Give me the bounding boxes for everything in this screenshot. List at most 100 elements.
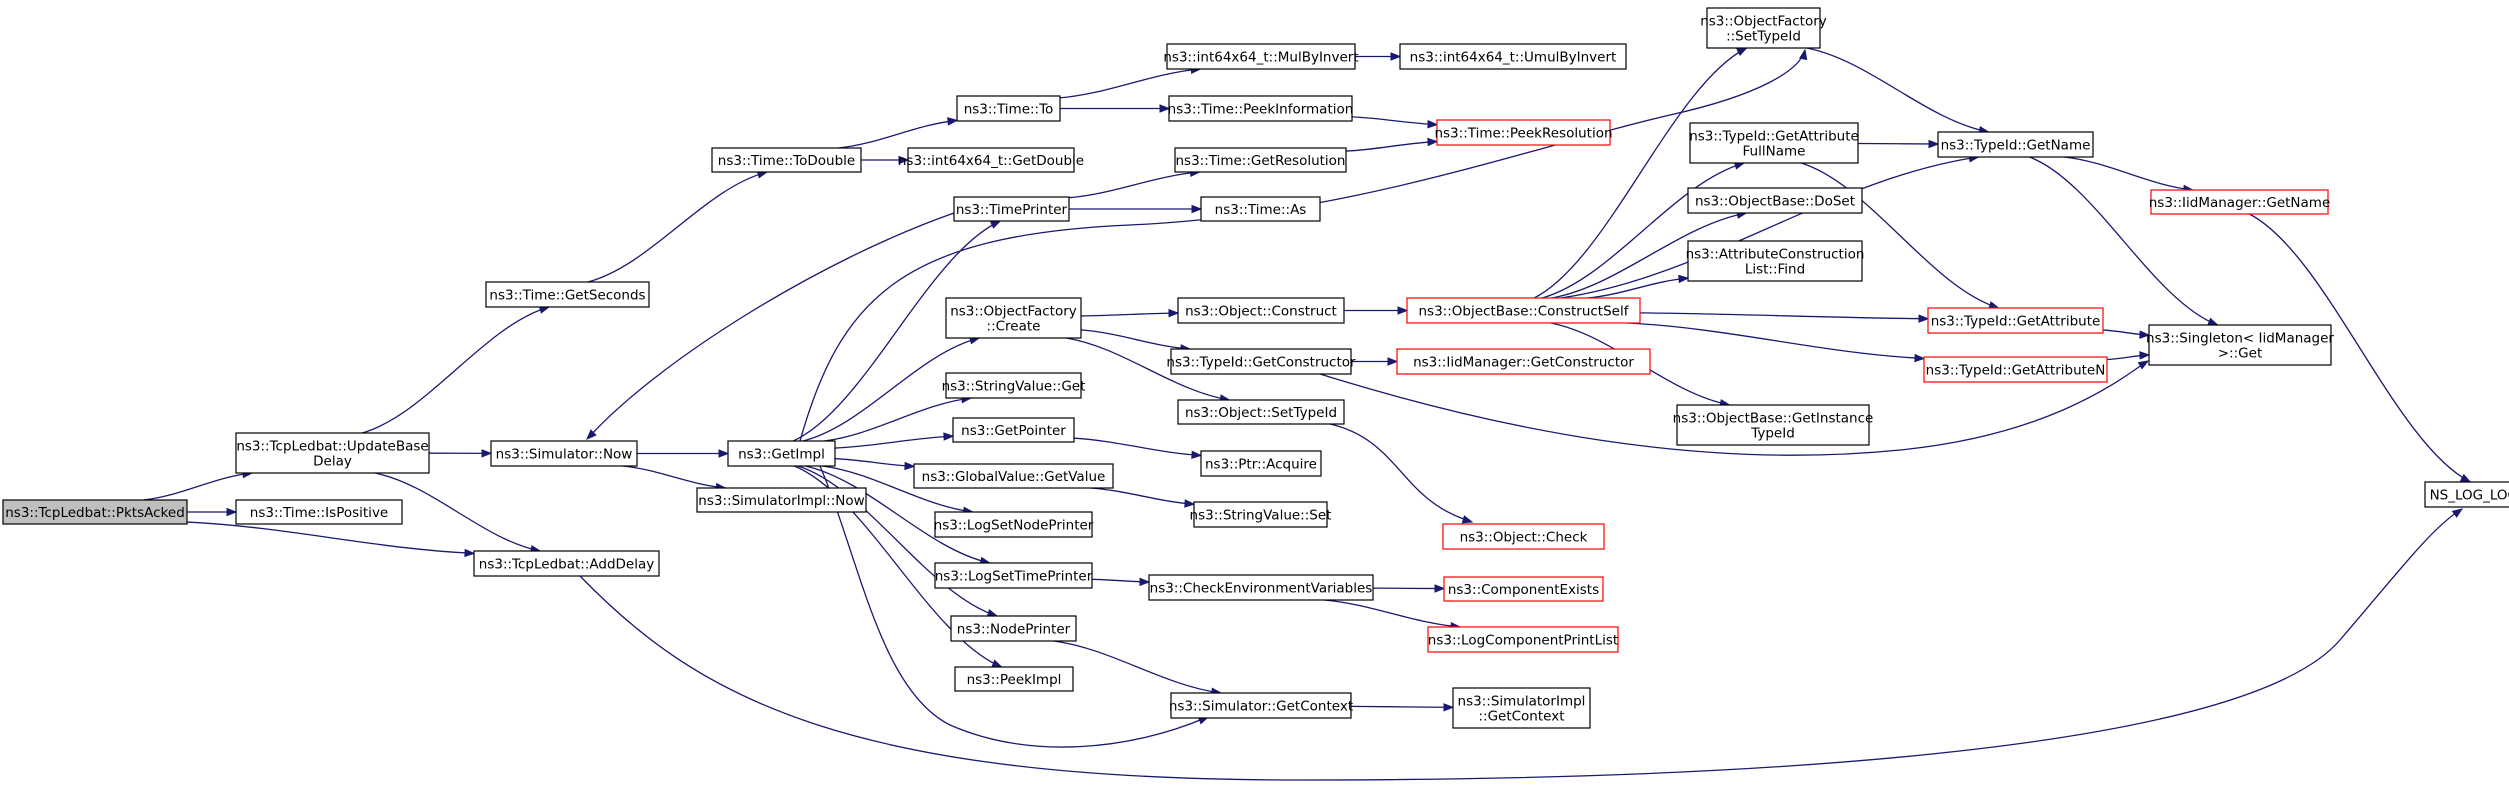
- node-box: [1177, 297, 1345, 324]
- node-box: [2, 499, 188, 525]
- edge-simnow-to-getimpl: [636, 449, 730, 458]
- node-label: ns3::int64x64_t::GetDouble: [898, 153, 1084, 169]
- node-obdoset[interactable]: ns3::ObjectBase::DoSet: [1687, 187, 1863, 214]
- node-timeprinter[interactable]: ns3::TimePrinter: [953, 196, 1070, 222]
- edge-tidgetattribute-to-singletonget: [2102, 329, 2151, 339]
- node-getpointer[interactable]: ns3::GetPointer: [952, 417, 1075, 443]
- node-getimpl[interactable]: ns3::GetImpl: [727, 440, 836, 467]
- node-box: [1436, 119, 1611, 146]
- node-obconstructself[interactable]: ns3::ObjectBase::ConstructSelf: [1406, 297, 1641, 324]
- node-label: ns3::SimulatorImpl: [1458, 694, 1586, 710]
- node-box: [1406, 297, 1641, 324]
- node-tidgetname[interactable]: ns3::TypeId::GetName: [1937, 131, 2094, 158]
- node-ofsettypeid[interactable]: ns3::ObjectFactory::SetTypeId: [1700, 7, 1827, 49]
- call-nodes: ns3::TcpLedbat::PktsAckedns3::TcpLedbat:…: [2, 7, 2509, 729]
- edge-pktsacked-to-adddelay: [186, 521, 476, 558]
- node-checkenv[interactable]: ns3::CheckEnvironmentVariables: [1148, 574, 1374, 601]
- node-svget[interactable]: ns3::StringValue::Get: [942, 372, 1086, 399]
- node-box: [1148, 574, 1374, 601]
- edge-tidgetconstructor-to-iidgetconstructor: [1351, 357, 1399, 366]
- node-objcheck[interactable]: ns3::Object::Check: [1442, 523, 1605, 550]
- node-simgetcontext[interactable]: ns3::Simulator::GetContext: [1169, 692, 1353, 719]
- node-peekresolution[interactable]: ns3::Time::PeekResolution: [1434, 119, 1613, 146]
- node-box: [727, 440, 836, 467]
- node-box: [913, 463, 1114, 489]
- node-tidgetattributen[interactable]: ns3::TypeId::GetAttributeN: [1923, 356, 2108, 383]
- node-tidgetconstructor[interactable]: ns3::TypeId::GetConstructor: [1166, 348, 1356, 375]
- edge-nodeprinter-to-simgetcontext: [1053, 640, 1223, 696]
- edge-todouble-to-getdouble: [860, 155, 910, 165]
- edge-getimpl-to-obconstructself: [799, 48, 1808, 442]
- node-logsetnodeprinter[interactable]: ns3::LogSetNodePrinter: [934, 511, 1094, 538]
- node-label: >::Get: [2218, 346, 2262, 362]
- node-box: [1174, 147, 1347, 173]
- node-iidgetname[interactable]: ns3::IidManager::GetName: [2149, 189, 2331, 215]
- node-getresolution[interactable]: ns3::Time::GetResolution: [1174, 147, 1347, 173]
- node-nodeprinter[interactable]: ns3::NodePrinter: [950, 615, 1077, 642]
- node-box: [907, 147, 1075, 173]
- node-label: ns3::TypeId::GetName: [1941, 138, 2091, 154]
- node-box: [1200, 450, 1322, 477]
- node-tidgetattribute[interactable]: ns3::TypeId::GetAttribute: [1927, 307, 2104, 334]
- node-timeas[interactable]: ns3::Time::As: [1200, 196, 1321, 222]
- node-label: NS_LOG_LOGIC: [2430, 488, 2509, 504]
- node-umulbyinvert[interactable]: ns3::int64x64_t::UmulByInvert: [1399, 43, 1627, 70]
- node-peekimpl[interactable]: ns3::PeekImpl: [954, 666, 1074, 692]
- node-mulbyinvert[interactable]: ns3::int64x64_t::MulByInvert: [1163, 43, 1359, 70]
- edge-obconstructself-to-tidgetattrfullname: [1542, 161, 1746, 299]
- node-label: ns3::NodePrinter: [957, 622, 1071, 638]
- node-gvgetvalue[interactable]: ns3::GlobalValue::GetValue: [913, 463, 1114, 489]
- node-nslogic[interactable]: NS_LOG_LOGIC: [2424, 481, 2509, 508]
- node-getdouble[interactable]: ns3::int64x64_t::GetDouble: [898, 147, 1084, 173]
- node-box: [1676, 404, 1870, 446]
- node-getseconds[interactable]: ns3::Time::GetSeconds: [485, 281, 650, 308]
- node-label: ns3::Time::PeekInformation: [1168, 102, 1354, 118]
- node-iidgetconstructor[interactable]: ns3::IidManager::GetConstructor: [1396, 348, 1651, 375]
- edge-tidgetattributen-to-singletonget: [2106, 351, 2151, 361]
- node-box: [1168, 95, 1353, 122]
- node-label: ns3::AttributeConstruction: [1686, 247, 1865, 263]
- node-box: [1687, 187, 1863, 214]
- node-ispositive[interactable]: ns3::Time::IsPositive: [235, 499, 403, 525]
- node-label: ns3::Time::ToDouble: [718, 153, 855, 169]
- node-svset[interactable]: ns3::StringValue::Set: [1190, 501, 1332, 528]
- node-label: ns3::GlobalValue::GetValue: [922, 469, 1106, 485]
- node-box: [1923, 356, 2108, 383]
- node-box: [473, 550, 660, 577]
- node-simimplgetcontext[interactable]: ns3::SimulatorImpl::GetContext: [1452, 687, 1591, 729]
- node-simnow[interactable]: ns3::Simulator::Now: [490, 440, 638, 467]
- node-box: [1937, 131, 2094, 158]
- node-box: [934, 511, 1093, 538]
- node-label: Delay: [313, 454, 352, 470]
- node-componentexists[interactable]: ns3::ComponentExists: [1443, 576, 1604, 602]
- edge-getresolution-to-peekresolution: [1345, 137, 1439, 152]
- node-label: ns3::TcpLedbat::PktsAcked: [5, 505, 185, 521]
- node-peekinformation[interactable]: ns3::Time::PeekInformation: [1168, 95, 1354, 122]
- node-logcomplist[interactable]: ns3::LogComponentPrintList: [1427, 626, 1619, 653]
- node-label: ::SetTypeId: [1726, 29, 1801, 45]
- node-ofcreate[interactable]: ns3::ObjectFactory::Create: [945, 297, 1082, 339]
- node-box: [1177, 399, 1345, 425]
- node-logsettimeprinter[interactable]: ns3::LogSetTimePrinter: [934, 562, 1093, 589]
- edge-timeto-to-peekinformation: [1060, 104, 1171, 113]
- edge-checkenv-to-componentexists: [1372, 584, 1446, 593]
- node-ptracquire[interactable]: ns3::Ptr::Acquire: [1200, 450, 1322, 477]
- node-label: ns3::Time::GetSeconds: [489, 288, 645, 304]
- edge-ofsettypeid-to-tidgetname: [1806, 47, 1990, 135]
- node-objsettypeid[interactable]: ns3::Object::SetTypeId: [1177, 399, 1345, 425]
- node-singletonget[interactable]: ns3::Singleton< IidManager>::Get: [2146, 324, 2334, 366]
- node-simimplnow[interactable]: ns3::SimulatorImpl::Now: [696, 487, 867, 513]
- edge-tidgetname-to-singletonget: [2029, 156, 2219, 326]
- node-adddelay[interactable]: ns3::TcpLedbat::AddDelay: [473, 550, 660, 577]
- node-timeto[interactable]: ns3::Time::To: [956, 95, 1061, 122]
- node-box: [2150, 189, 2329, 215]
- edge-tidgetname-to-iidgetname: [2064, 156, 2195, 194]
- node-box: [1687, 240, 1863, 282]
- edge-mulbyinvert-to-umulbyinvert: [1355, 52, 1402, 61]
- node-objconstruct[interactable]: ns3::Object::Construct: [1177, 297, 1345, 324]
- node-todouble[interactable]: ns3::Time::ToDouble: [711, 147, 862, 173]
